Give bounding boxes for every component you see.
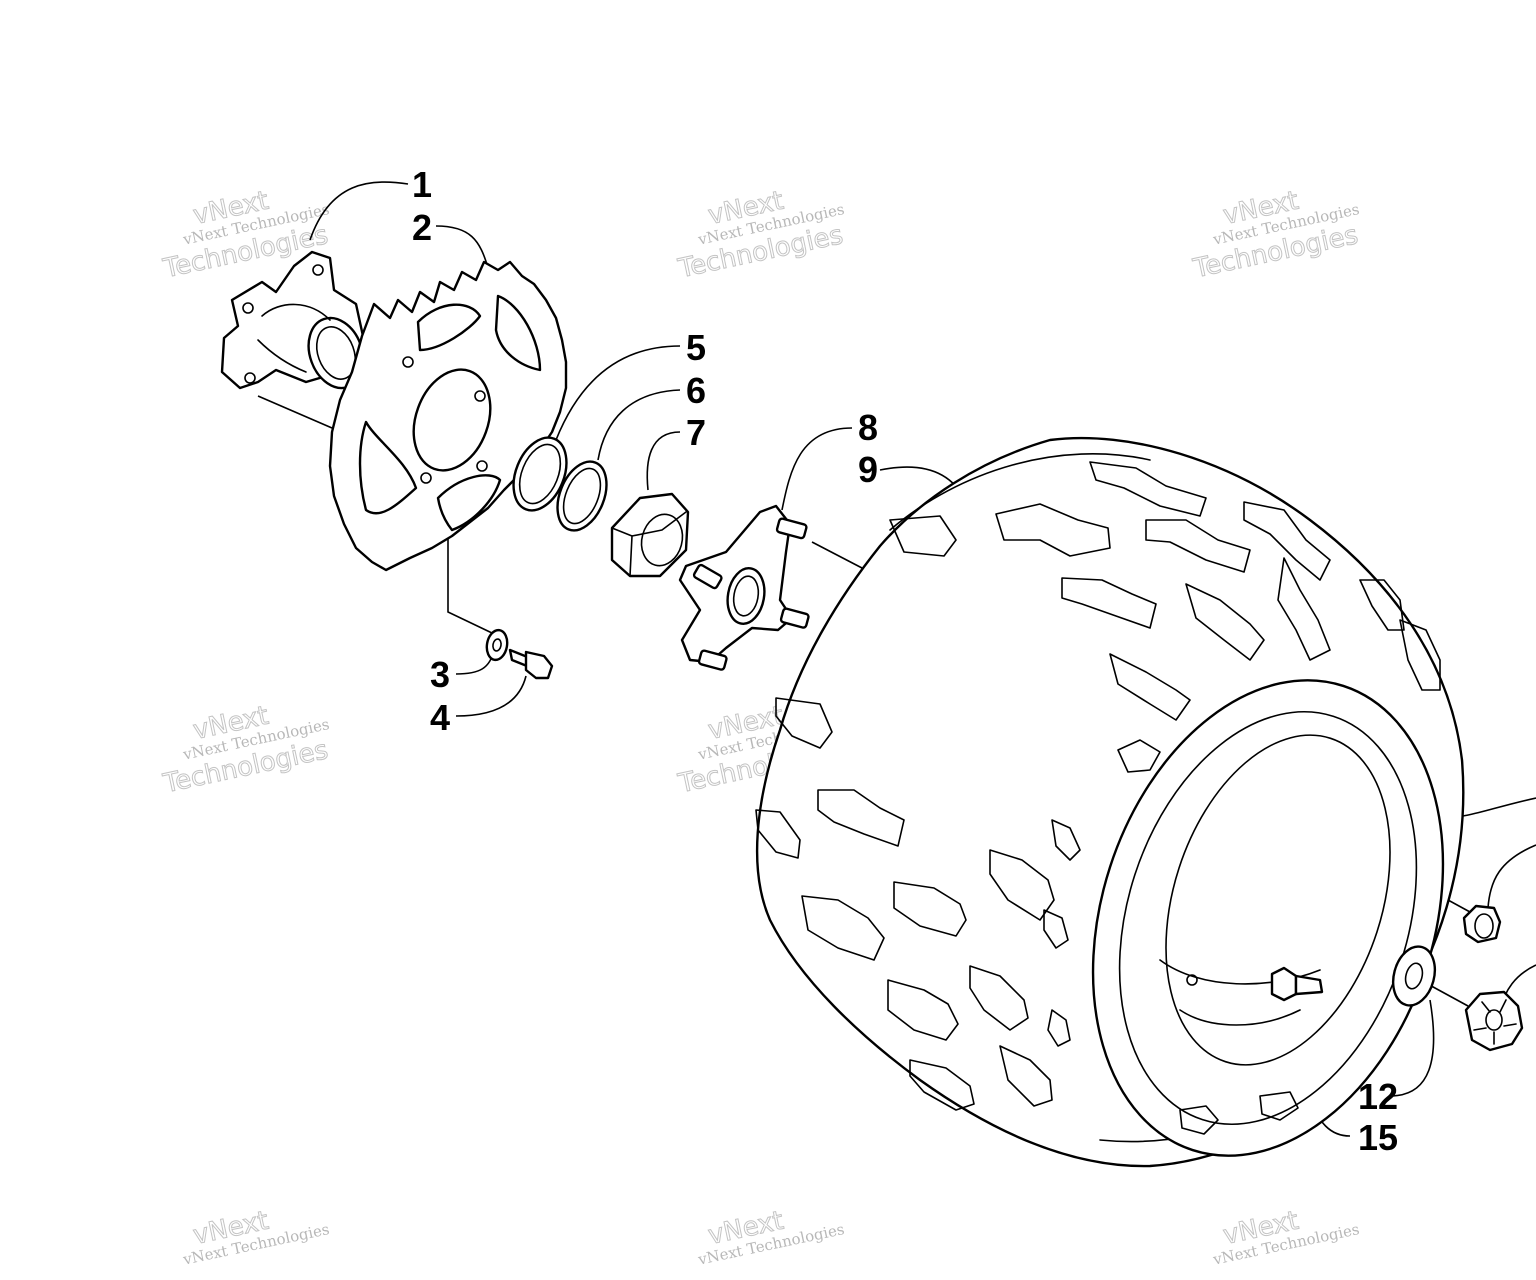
hub-icon — [220, 250, 368, 390]
callout-1: 1 — [412, 164, 432, 205]
leader-line-4 — [455, 675, 527, 717]
leader-line-offscreen — [1487, 844, 1536, 909]
watermark: vNext Technologies vNext — [696, 1205, 846, 1269]
leader-line-6 — [597, 389, 681, 461]
ring-icon — [556, 460, 608, 532]
leader-line-8 — [781, 427, 853, 511]
valve-stem-icon — [1186, 966, 1324, 1002]
callout-3: 3 — [430, 654, 450, 695]
callout-8: 8 — [858, 407, 878, 448]
watermark: vNext Technologies vNext — [1211, 1205, 1361, 1269]
leader-line-2 — [435, 225, 489, 269]
lug-nut-icon — [1462, 904, 1502, 944]
washer-icon — [485, 628, 509, 662]
callout-4: 4 — [430, 697, 450, 738]
wheel-hub-icon — [678, 504, 810, 671]
watermark: vNext Technologies vNext Technologies — [675, 185, 847, 285]
watermark: vNext Technologies vNext — [181, 1205, 331, 1269]
callout-2: 2 — [412, 207, 432, 248]
leader-line-1 — [309, 181, 409, 241]
axis-line — [257, 395, 333, 429]
leader-line-5 — [555, 345, 681, 441]
castle-nut-icon — [1464, 990, 1524, 1052]
bolt-icon — [508, 648, 554, 680]
callout-labels: 1 2 3 4 5 6 7 8 9 12 15 — [412, 164, 1398, 1158]
sprocket-icon — [328, 260, 568, 572]
callout-5: 5 — [686, 327, 706, 368]
callout-6: 6 — [686, 370, 706, 411]
leader-line-12 — [1389, 999, 1435, 1097]
washer-icon — [1391, 945, 1437, 1007]
lock-nut-icon — [610, 492, 690, 578]
watermark: vNext Technologies vNext Technologies — [1190, 185, 1362, 285]
callout-9: 9 — [858, 449, 878, 490]
seal-icon — [512, 436, 568, 512]
axis-line — [811, 541, 863, 569]
callout-12: 12 — [1358, 1076, 1398, 1117]
callout-15: 15 — [1358, 1117, 1398, 1158]
callout-7: 7 — [686, 412, 706, 453]
watermark: vNext Technologies vNext Technologies — [160, 700, 332, 800]
leader-line-7 — [646, 431, 681, 491]
